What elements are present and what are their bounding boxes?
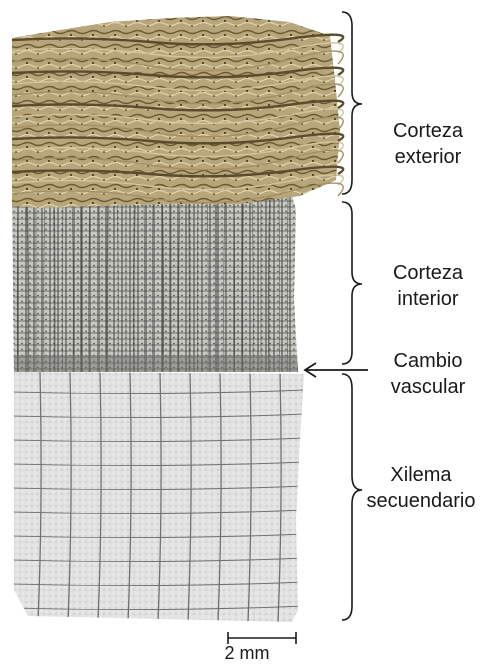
secondary-xylem-region [12, 372, 304, 622]
label-outer-bark: Corteza exterior [370, 118, 486, 170]
label-secondary-xylem: Xilema secuendario [354, 462, 488, 514]
label-outer-bark-line2: exterior [370, 144, 486, 170]
brace-inner-bark [342, 202, 362, 364]
scale-bar-label: 2 mm [214, 643, 280, 664]
inner-bark-fiber [107, 196, 108, 372]
brace-outer-bark [342, 12, 362, 194]
inner-bark-region [12, 188, 302, 373]
label-inner-bark: Corteza interior [370, 260, 486, 312]
label-secondary-xylem-line1: Xilema [354, 462, 488, 488]
label-vascular-cambium-line1: Cambio [370, 348, 486, 374]
inner-bark-fiber [189, 196, 190, 372]
label-vascular-cambium-line2: vascular [370, 374, 486, 400]
inner-bark-fiber [297, 196, 298, 372]
label-inner-bark-line1: Corteza [370, 260, 486, 286]
outer-bark-region [12, 16, 343, 208]
label-secondary-xylem-line2: secuendario [354, 488, 488, 514]
inner-bark-fiber [242, 196, 243, 372]
vascular-cambium-arrow [305, 363, 368, 377]
inner-bark-fiber [54, 196, 55, 372]
label-vascular-cambium: Cambio vascular [370, 348, 486, 400]
label-outer-bark-line1: Corteza [370, 118, 486, 144]
label-inner-bark-line2: interior [370, 286, 486, 312]
